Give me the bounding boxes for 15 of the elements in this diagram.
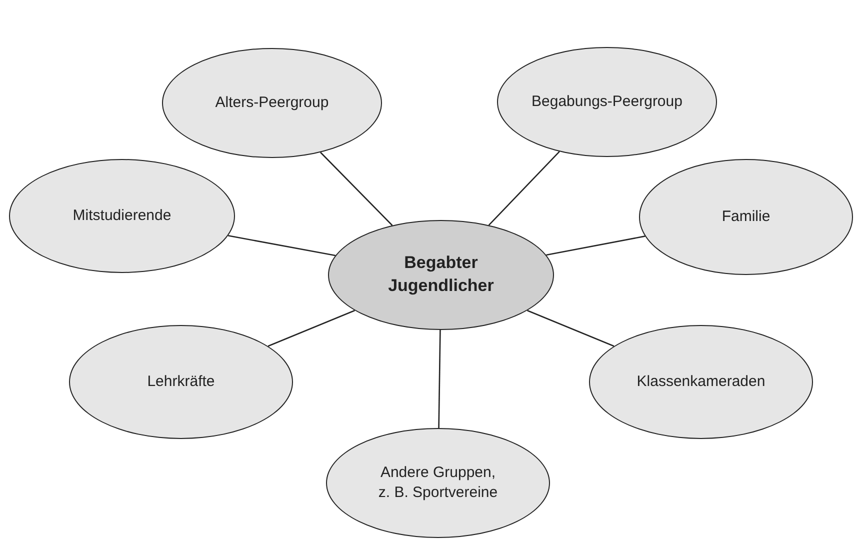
node-label: Andere Gruppen, z. B. Sportvereine: [377, 462, 499, 503]
node-label: Lehrkräfte: [147, 372, 215, 392]
connector-line: [268, 310, 355, 347]
connector-line: [320, 152, 393, 226]
node-label: Klassenkameraden: [636, 372, 766, 392]
node-label: Begabungs-Peergroup: [532, 92, 682, 112]
connector-line: [546, 236, 646, 256]
node-label: Mitstudierende: [72, 206, 172, 226]
connector-line: [488, 151, 560, 226]
connector-line: [527, 310, 614, 347]
node-label: Familie: [722, 206, 770, 227]
node-label: Begabter Jugendlicher: [387, 252, 495, 297]
node-label: Alters-Peergroup: [215, 92, 329, 113]
connector-line: [228, 234, 336, 256]
connector-line: [438, 330, 441, 428]
